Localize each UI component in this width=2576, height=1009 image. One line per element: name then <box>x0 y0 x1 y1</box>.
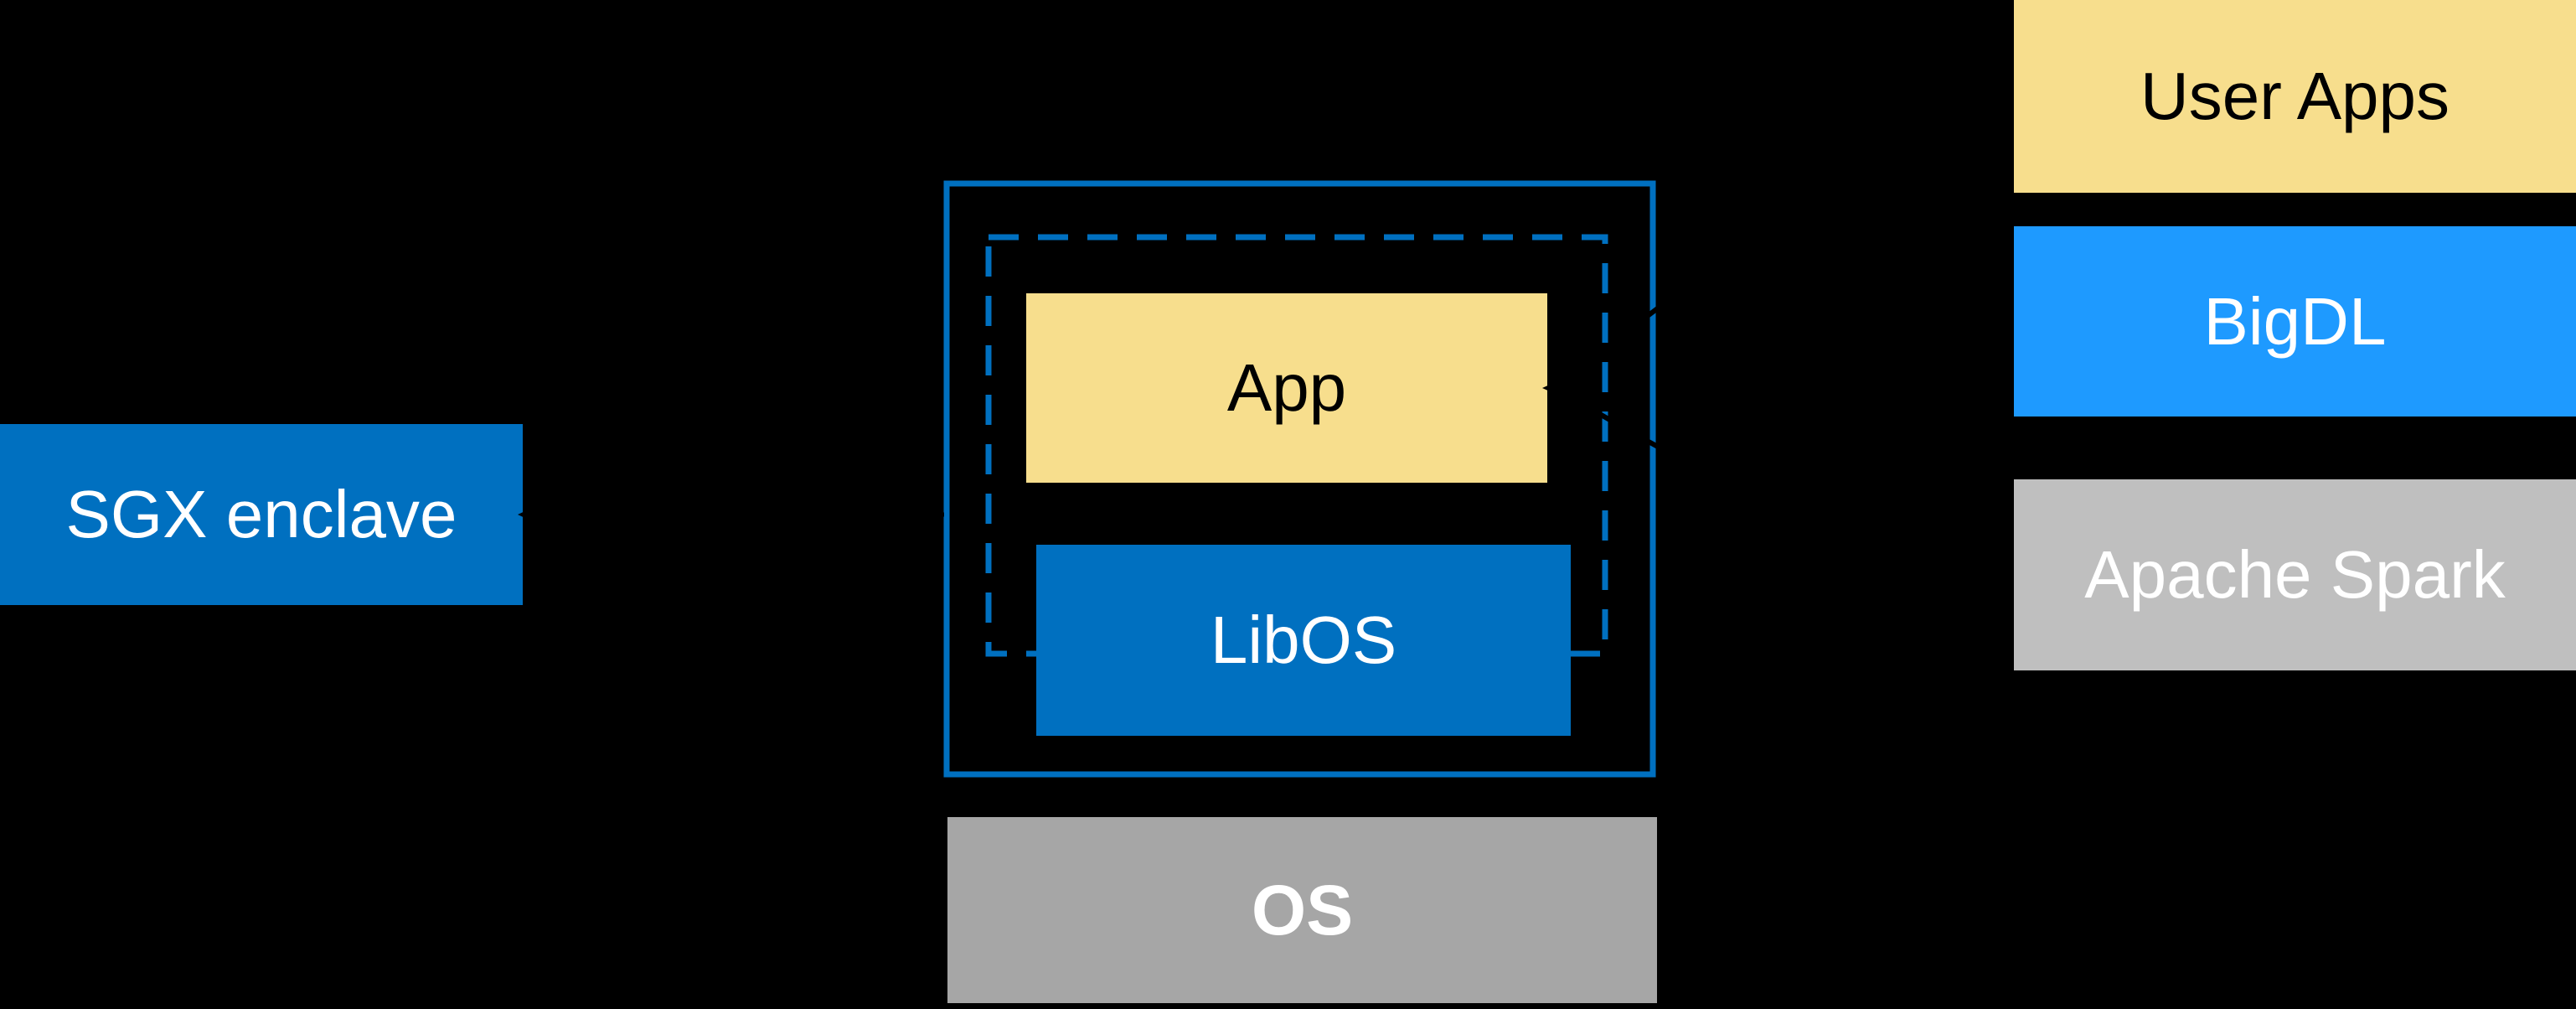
sgx-enclave-label: SGX enclave <box>65 477 457 551</box>
enclave-boundary-box <box>943 180 1656 778</box>
app-box: App <box>1026 293 1547 483</box>
apache-spark-box: Apache Spark <box>2014 479 2576 670</box>
stack-to-app-arrowhead <box>1542 376 1568 400</box>
user-apps-box: User Apps <box>2014 0 2576 193</box>
bigdl-label: BigDL <box>2203 283 2387 359</box>
enclave-label-arrowhead <box>518 503 543 526</box>
os-label: OS <box>1251 870 1354 949</box>
user-apps-label: User Apps <box>2140 59 2450 133</box>
os-box: OS <box>947 817 1657 1003</box>
sgx-enclave-label-box: SGX enclave <box>0 424 523 605</box>
enclave-label-arrow <box>518 503 944 526</box>
apache-spark-label: Apache Spark <box>2084 537 2506 612</box>
stack-to-app-arrow <box>1542 123 1937 581</box>
libos-label: LibOS <box>1210 603 1397 677</box>
bigdl-box: BigDL <box>2014 226 2576 417</box>
stack-to-app-arrow-lower-stroke <box>1558 388 1928 581</box>
libos-box: LibOS <box>1036 545 1571 736</box>
stack-to-app-arrow-upper-stroke <box>1558 123 1937 388</box>
app-label: App <box>1226 350 1347 425</box>
